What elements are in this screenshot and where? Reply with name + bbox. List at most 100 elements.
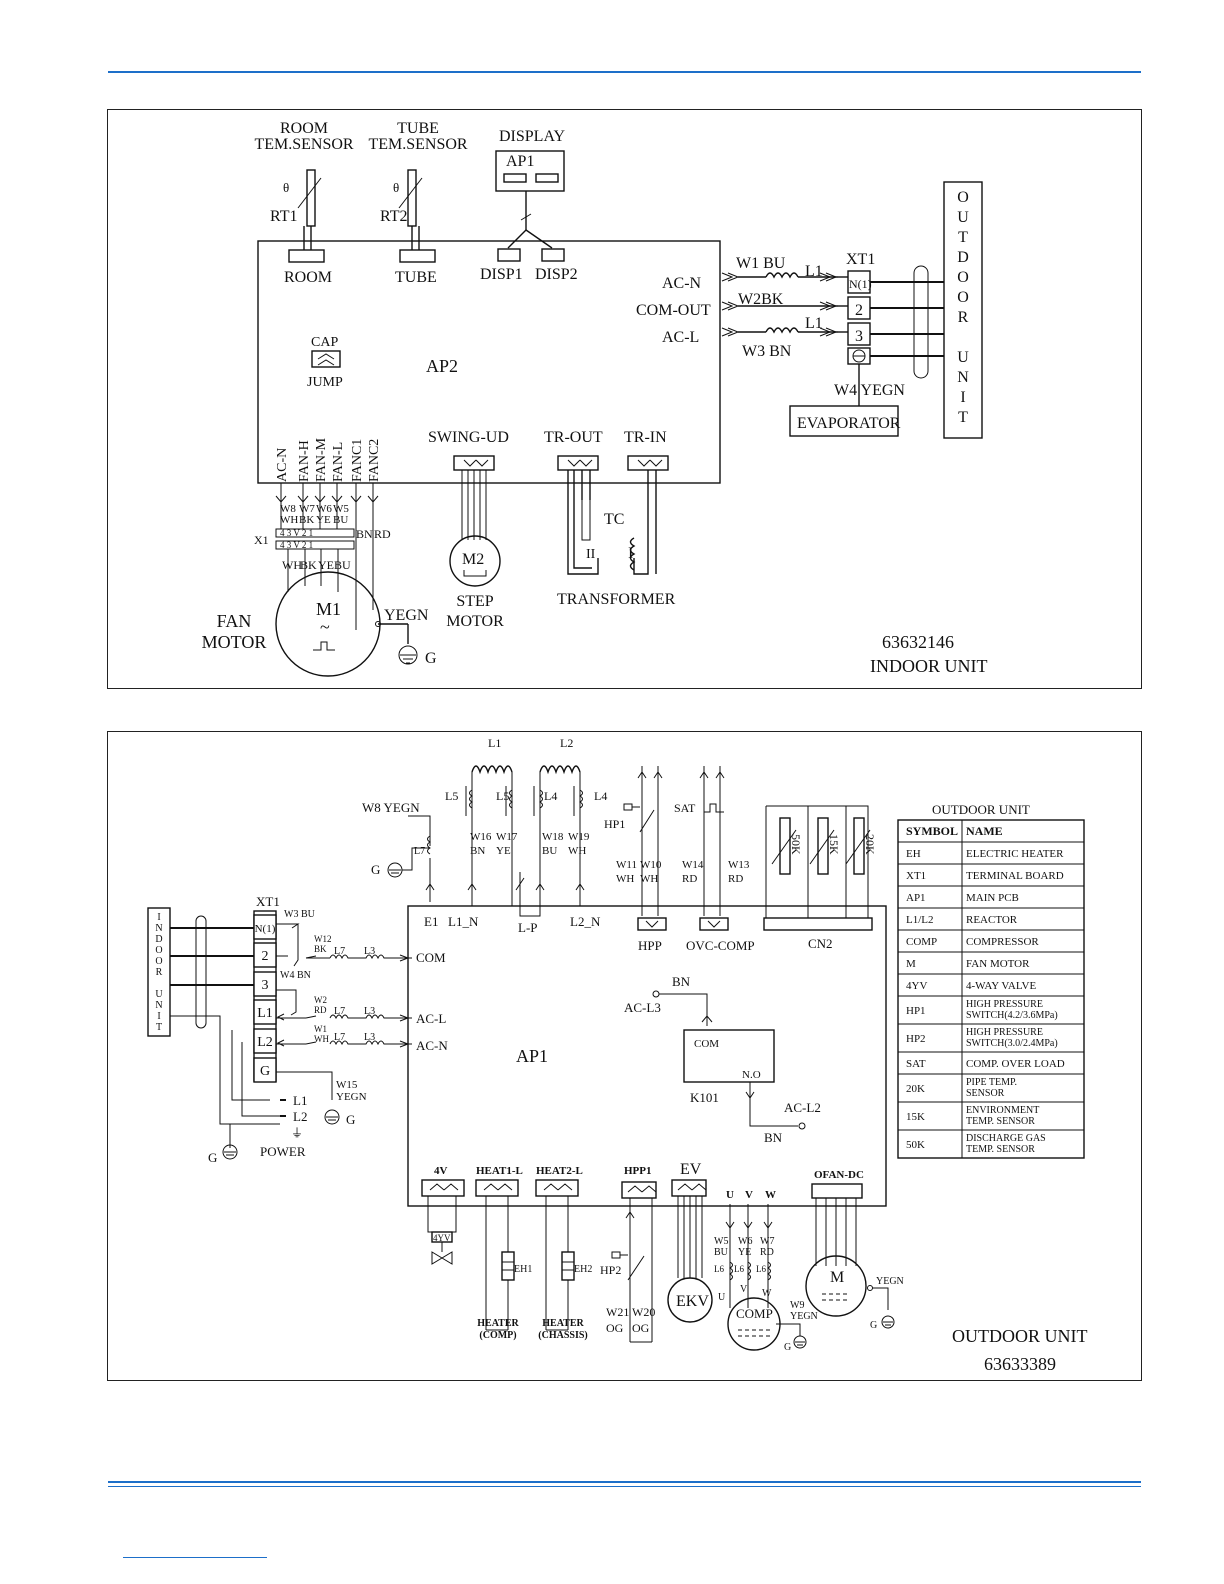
outdoor-unit-letter: D — [957, 249, 969, 266]
tc-ii-label: II — [586, 547, 596, 562]
sensor-50k-label: 50K — [789, 834, 803, 855]
outdoor-unit-title: OUTDOOR UNIT — [952, 1326, 1087, 1346]
legend-name: COMPRESSOR — [966, 936, 1039, 948]
g-label: G — [346, 1112, 355, 1127]
bn-top-label: BN — [672, 974, 691, 989]
bn-bot-label: BN — [764, 1130, 783, 1145]
evaporator-label: EVAPORATOR — [797, 415, 901, 432]
bn-label: BN — [356, 527, 373, 541]
e1-label: E1 — [424, 914, 438, 929]
rt1-label: RT1 — [270, 208, 297, 225]
heat2-label: HEAT2-L — [536, 1165, 583, 1177]
uvw-label: V — [745, 1189, 753, 1201]
xt1-terminal — [253, 914, 277, 940]
outdoor-unit-letter: O — [957, 189, 969, 206]
indoor-unit-letter: I — [157, 912, 160, 923]
xt1-terminal — [253, 1057, 277, 1083]
inductor-pair — [329, 954, 412, 960]
outdoor-unit-box — [943, 181, 983, 439]
g-label-w8: G — [371, 862, 380, 877]
indoor-unit-letter: R — [156, 967, 163, 978]
m1-label: M1 — [316, 599, 341, 619]
legend-name: NAME — [966, 824, 1003, 838]
evaporator-box — [789, 405, 899, 437]
l3-label: L3 — [364, 1032, 375, 1043]
legend-name: PIPE TEMP.SENSOR — [966, 1077, 1017, 1099]
k101-relay — [683, 1029, 775, 1083]
comp-label: COMP — [736, 1306, 773, 1321]
m2-step-motor — [449, 535, 501, 587]
indoor-unit-letter: U — [155, 989, 163, 1000]
outdoor-unit-letter: T — [958, 409, 968, 426]
theta-icon: θ — [393, 180, 399, 195]
hpp-label: HPP — [638, 938, 662, 953]
fan-wire-label-bot: BU — [334, 558, 351, 572]
cn2-label: CN2 — [808, 936, 833, 951]
fan-conn-label: FAN-L — [331, 442, 346, 482]
legend-symbol: AP1 — [906, 892, 926, 904]
l7-label: L7 — [334, 946, 345, 957]
legend-name: COMP. OVER LOAD — [966, 1058, 1065, 1070]
fan-conn-label: FANC2 — [367, 439, 382, 482]
xt1-terminal-label: 2 — [262, 949, 269, 964]
indoor-diagram-code: 63632146 — [882, 632, 954, 652]
hp1-label: HP1 — [604, 817, 625, 831]
xt1-terminal — [253, 942, 277, 968]
power-label: POWER — [260, 1144, 306, 1159]
hp2-label: HP2 — [600, 1263, 621, 1277]
eh2-heater — [561, 1251, 575, 1281]
legend-symbol: HP2 — [906, 1033, 926, 1045]
disp2-label: DISP2 — [535, 266, 578, 283]
cn2-connector — [763, 917, 873, 931]
heater-chassis-label: HEATER(CHASSIS) — [538, 1318, 587, 1341]
eh1-label: EH1 — [514, 1264, 532, 1275]
cable-bundle — [913, 265, 929, 379]
l6-label-v: L6 — [734, 1264, 744, 1274]
l7-label: L7 — [334, 1032, 345, 1043]
l7b-label: L7 — [414, 846, 425, 857]
l1-inductor-bot — [765, 327, 799, 334]
uvw-label: W — [765, 1189, 776, 1201]
legend-name: 4-WAY VALVE — [966, 980, 1036, 992]
ground-icon — [881, 1315, 895, 1329]
x1-connector-top — [275, 528, 355, 538]
display-board — [495, 150, 565, 192]
indoor-unit-letter: T — [156, 1022, 162, 1033]
xt1-terminal-label: N(1) — [255, 923, 276, 935]
g2-label: G — [784, 1342, 791, 1353]
reactor-l2 — [539, 765, 581, 775]
ap1-label: AP1 — [516, 1046, 548, 1066]
legend-symbol: XT1 — [906, 870, 926, 882]
display-label: DISPLAY — [499, 128, 566, 145]
tilde-symbol: ~ — [320, 617, 330, 637]
jump-label: JUMP — [307, 375, 343, 390]
l6-label-u: L6 — [714, 1264, 724, 1274]
arrow-icon — [399, 1014, 410, 1022]
m2-label: M2 — [462, 551, 484, 568]
tube-connector-label: TUBE — [395, 269, 437, 286]
room-connector — [288, 249, 325, 263]
